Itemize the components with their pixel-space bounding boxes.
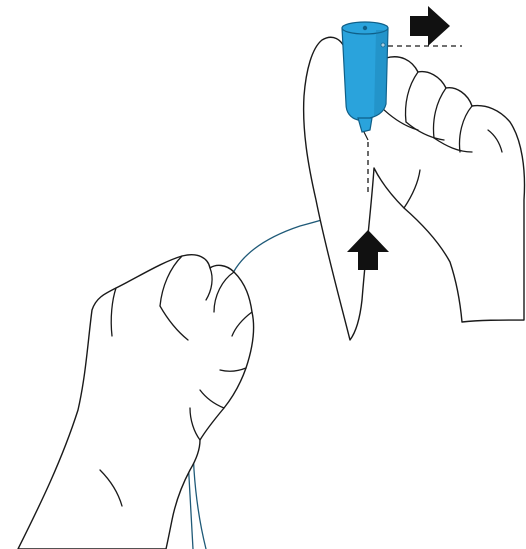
direction-guides <box>347 6 462 270</box>
right-hand <box>302 36 526 341</box>
arrow-right-icon <box>410 6 450 46</box>
left-hand <box>17 254 255 549</box>
floss-threader-device <box>341 21 389 141</box>
arrow-up-icon <box>347 230 389 270</box>
